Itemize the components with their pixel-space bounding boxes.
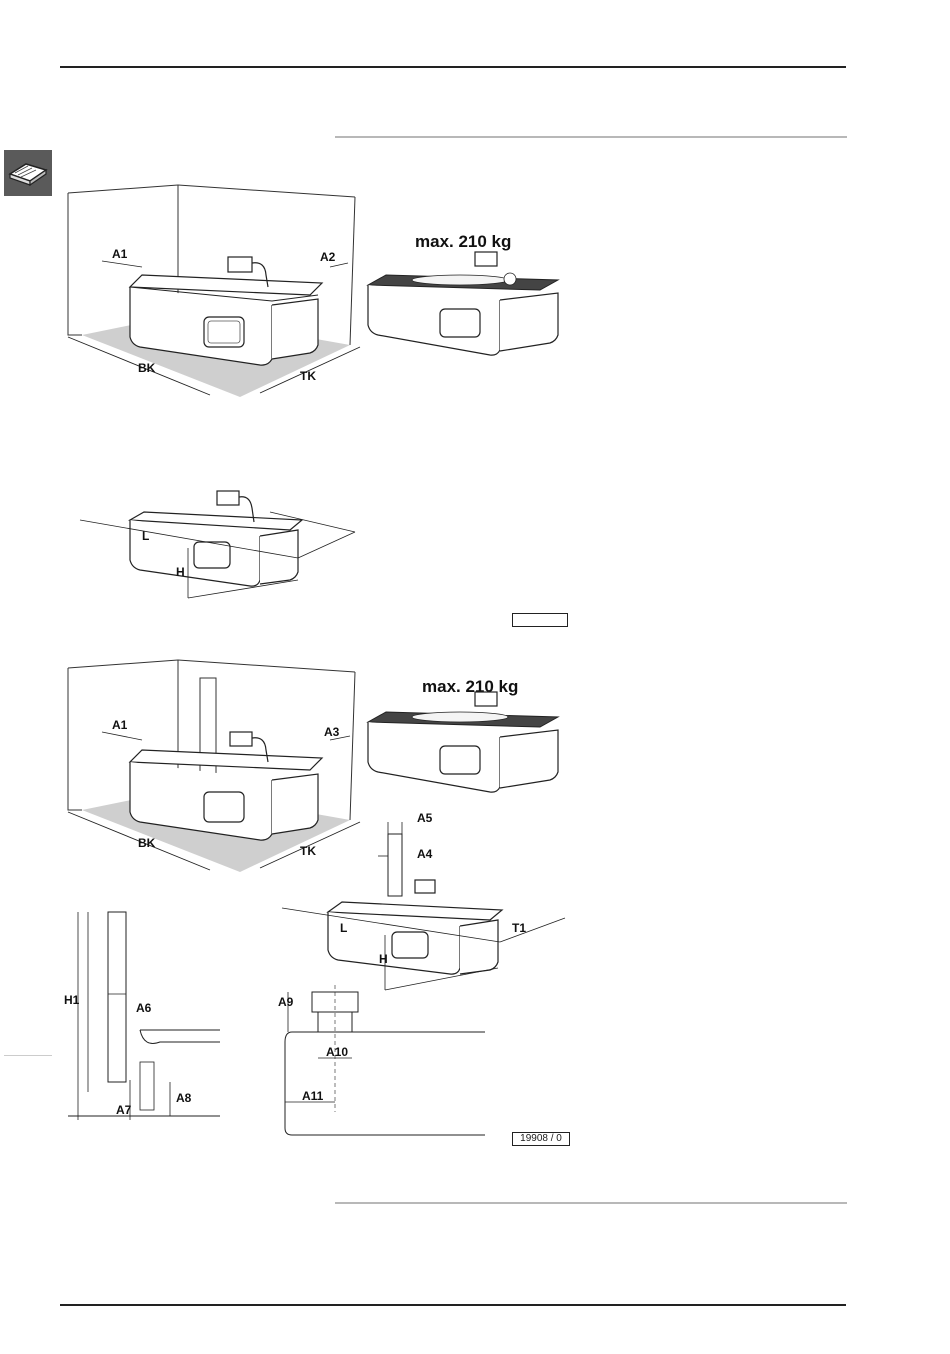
label-h: H [176, 565, 185, 579]
label-a1-b: A1 [112, 718, 128, 732]
room-installation-figure: A1 A2 BK TK max. 210 kg [60, 175, 580, 415]
manual-tab [4, 150, 52, 196]
label-a8: A8 [176, 1091, 192, 1105]
label-tk-b: TK [300, 844, 316, 858]
label-a4: A4 [417, 847, 433, 861]
label-bk: BK [138, 361, 156, 375]
label-a2: A2 [320, 250, 336, 264]
label-h1: H1 [64, 993, 80, 1007]
footer-rule [60, 1304, 846, 1306]
book-icon [4, 150, 52, 196]
label-max-load: max. 210 kg [415, 232, 511, 251]
header-rule [60, 66, 846, 68]
figure-ref-box-bottom: 19908 / 0 [512, 1132, 570, 1146]
label-a3: A3 [324, 725, 340, 739]
label-a11: A11 [302, 1089, 324, 1103]
label-tk: TK [300, 369, 316, 383]
label-a1: A1 [112, 247, 128, 261]
label-l-b: L [340, 921, 347, 935]
label-l: L [142, 529, 149, 543]
label-max-load-b: max. 210 kg [422, 677, 518, 696]
section-bottom-rule [335, 1202, 847, 1204]
label-a9: A9 [278, 995, 294, 1009]
label-t1: T1 [512, 921, 526, 935]
label-a10: A10 [326, 1045, 348, 1059]
label-a6: A6 [136, 1001, 152, 1015]
figure-ref-box-top [512, 613, 568, 627]
side-divider [4, 1055, 52, 1056]
label-bk-b: BK [138, 836, 156, 850]
label-a5: A5 [417, 811, 433, 825]
label-h-b: H [379, 952, 388, 966]
section-top-rule [335, 136, 847, 138]
column-installation-figure: A1 A3 BK TK max. 210 kg A5 A4 L H T1 H1 … [60, 650, 580, 1150]
label-a7: A7 [116, 1103, 132, 1117]
